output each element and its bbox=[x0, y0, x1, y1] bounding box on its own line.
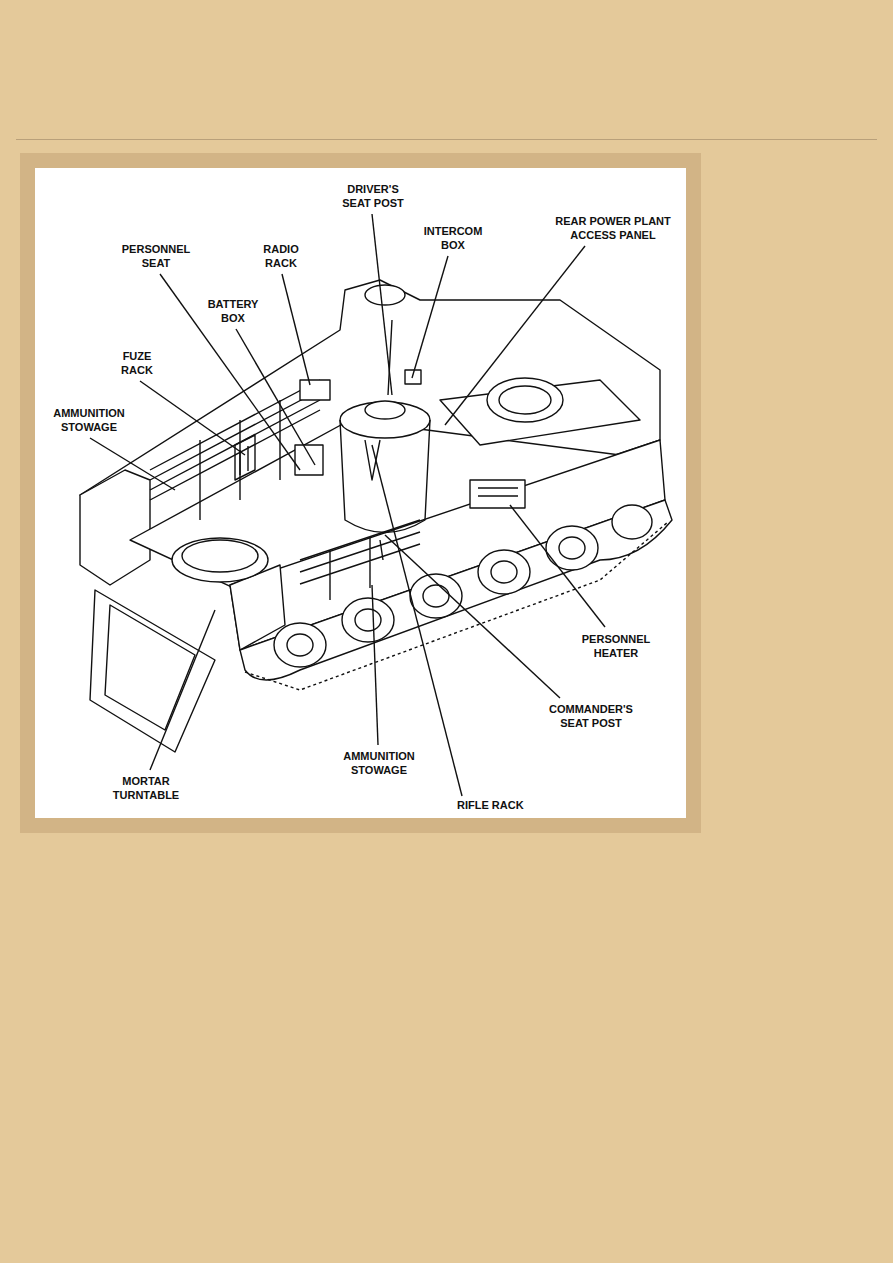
part-label: AMMUNITION STOWAGE bbox=[331, 749, 428, 777]
part-label: DRIVER'S SEAT POST bbox=[335, 182, 412, 210]
part-label: PERSONNEL SEAT bbox=[114, 242, 198, 270]
part-label: AMMUNITION STOWAGE bbox=[41, 406, 138, 434]
rule-line bbox=[16, 139, 877, 140]
part-label: COMMANDER'S SEAT POST bbox=[540, 702, 642, 730]
part-label: INTERCOM BOX bbox=[416, 224, 490, 252]
part-label: FUZE RACK bbox=[113, 349, 161, 377]
part-label: REAR POWER PLANT ACCESS PANEL bbox=[547, 214, 679, 242]
part-label: BATTERY BOX bbox=[200, 297, 266, 325]
part-label: RADIO RACK bbox=[254, 242, 308, 270]
part-label: PERSONNEL HEATER bbox=[574, 632, 658, 660]
part-label: MORTAR TURNTABLE bbox=[105, 774, 187, 802]
part-label: RIFLE RACK bbox=[456, 798, 525, 812]
